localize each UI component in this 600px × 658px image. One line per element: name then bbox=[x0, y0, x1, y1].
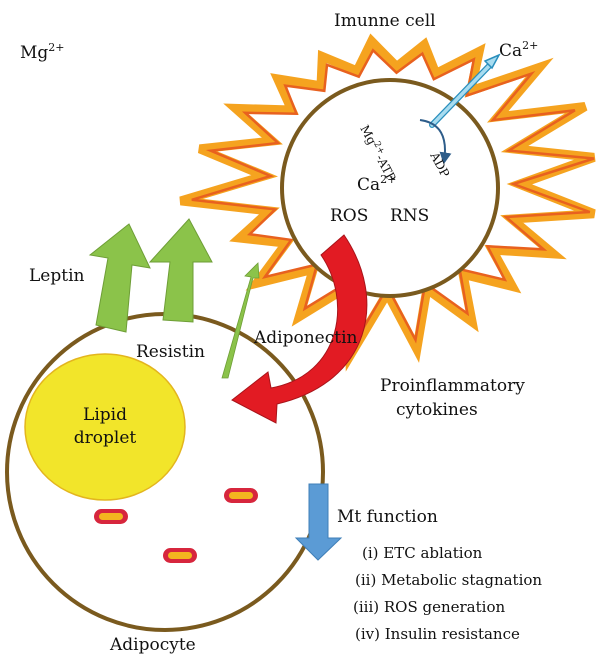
rns-label: RNS bbox=[390, 206, 429, 226]
effect-item: (i) ETC ablation bbox=[362, 544, 483, 562]
mt-function-label: Mt function bbox=[337, 507, 438, 527]
calcium-export-arrow bbox=[429, 53, 501, 128]
effect-item: (iii) ROS generation bbox=[353, 598, 505, 616]
adiponectin-secretion-arrow bbox=[221, 262, 260, 379]
proinflammatory-label-line1: Proinflammatory bbox=[380, 376, 525, 396]
mitochondrion bbox=[94, 509, 128, 524]
atp-hydrolysis-arrow bbox=[419, 119, 452, 165]
mitochondrion bbox=[224, 488, 258, 503]
proinflammatory-cytokine-arrow bbox=[231, 234, 368, 424]
lipid-droplet bbox=[24, 353, 186, 501]
immune-cell-membrane bbox=[280, 78, 500, 298]
immune-cell-label: Imunne cell bbox=[334, 11, 436, 31]
calcium-outside-label: Ca2+ bbox=[499, 39, 538, 61]
lipid-droplet-label-line2: droplet bbox=[74, 428, 137, 448]
lipid-droplet-label-line1: Lipid bbox=[83, 405, 127, 425]
ros-label: ROS bbox=[330, 206, 368, 226]
proinflammatory-label-line2: cytokines bbox=[396, 400, 478, 420]
immune-cell-burst-inner-line bbox=[191, 48, 595, 352]
mitochondrion bbox=[163, 548, 197, 563]
resistin-secretion-arrow bbox=[148, 218, 213, 323]
mt-function-decrease-arrow bbox=[294, 483, 343, 561]
leptin-label: Leptin bbox=[29, 266, 85, 286]
leptin-secretion-arrow bbox=[88, 223, 151, 333]
magnesium-ion-label: Mg2+ bbox=[20, 41, 65, 63]
effect-item: (ii) Metabolic stagnation bbox=[355, 571, 542, 589]
resistin-label: Resistin bbox=[136, 342, 205, 362]
adiponectin-label: Adiponectin bbox=[253, 328, 358, 348]
adipocyte-label: Adipocyte bbox=[109, 635, 196, 655]
effect-item: (iv) Insulin resistance bbox=[355, 625, 520, 643]
calcium-inside-label: Ca2+ bbox=[357, 173, 396, 195]
